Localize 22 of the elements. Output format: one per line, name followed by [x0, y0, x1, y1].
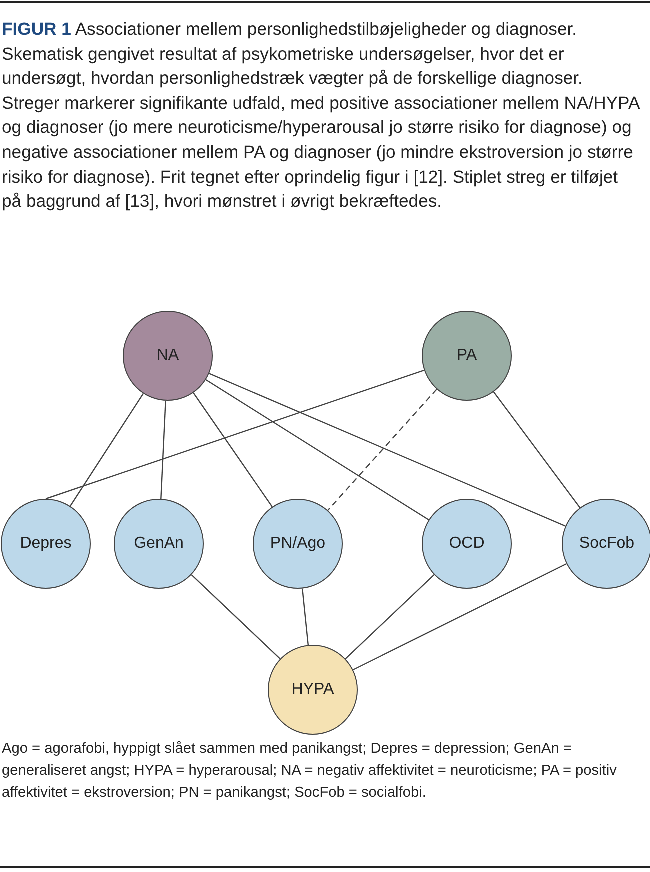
abbreviation-note: Ago = agorafobi, hyppigt slået sammen med panikangst; Depres = depression; GenAn = generaliseret angst; HYPA = hyperarousal; NA = negativ affektivitet = neuroticisme; PA = positiv affektivitet = ekstroversion; PN = panikangst; SocFob = socialfobi. — [2, 740, 618, 803]
node-label: OCD — [449, 535, 485, 553]
node-label: Depres — [20, 535, 72, 553]
connector-line — [345, 574, 435, 660]
node-label: PN/Ago — [270, 535, 326, 553]
connector-line — [206, 379, 430, 521]
node-label: GenAn — [134, 535, 184, 553]
connector-line — [493, 392, 581, 508]
node-label: PA — [456, 347, 478, 365]
connector-line — [209, 373, 566, 527]
connector-line — [46, 370, 425, 500]
connector-line — [353, 563, 567, 671]
figure-caption: FIGUR 1 Associationer mellem personlighedstilbøjeligheder og diagnoser. Skematisk gengivet resultat af psykometriske undersøgelser, hvor det er undersøgt, hvordan personlighedstræk vægter på de forskellige diagnoser. Streger markerer signifikante udfald, med positive associationer mellem NA/HYPA og diagnoser (jo mere neuroticisme/hyperarousal jo større risiko for diagnose) og negative associationer mellem PA og diagnoser (jo mindre ekstroversion jo større risiko for diagnose). Frit tegnet efter oprindelig figur i [12]. Stiplet streg er tilføjet på baggrund af [13], hvori mønstret i øvrigt bekræftedes. — [2, 18, 641, 214]
node-label: SocFob — [579, 535, 635, 553]
connector-line — [70, 393, 144, 507]
connector-line — [191, 574, 281, 660]
connector-line — [160, 400, 166, 500]
connector-line — [193, 392, 273, 508]
node-label: HYPA — [292, 681, 334, 699]
connector-line — [302, 588, 309, 646]
node-label: NA — [156, 347, 180, 365]
dashed-connector — [328, 389, 438, 511]
